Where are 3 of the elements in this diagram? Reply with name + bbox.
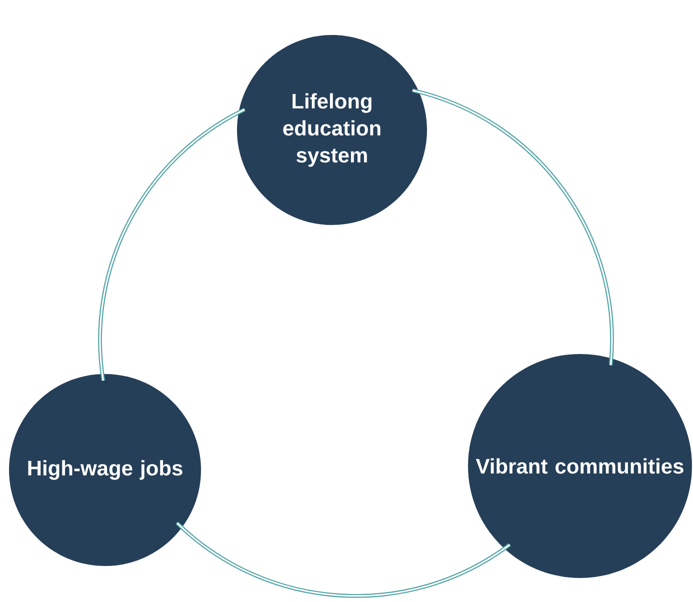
ring-line [412,88,614,366]
ring-line [176,522,511,598]
ring-line [98,108,246,381]
